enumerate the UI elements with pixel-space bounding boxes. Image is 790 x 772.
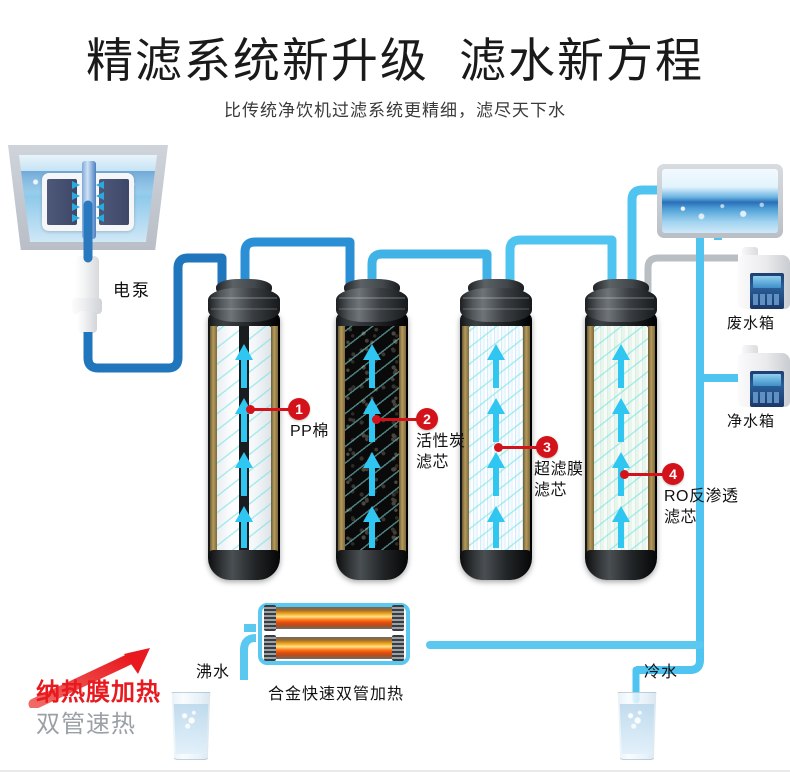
page-subtitle: 比传统净饮机过滤系统更精细，滤尽天下水 [224,101,566,120]
cartridge-4-cap [585,288,657,322]
cartridge-2-flow-arrows-icon [363,344,381,548]
filter-cartridge-1 [208,279,280,580]
filter-cartridge-4 [585,279,657,580]
pump-label: 电泵 [113,281,151,300]
callout-dot-1 [246,405,255,414]
tank-intake-filter [42,161,134,239]
callout-line-1 [250,408,290,411]
cartridge-3-cap [460,288,532,322]
callout-number-4: 4 [662,463,684,485]
promo-headline: 纳热膜加热 [36,679,161,706]
callout-number-3: 3 [536,436,558,458]
pure-water-can [738,345,790,407]
callout-line-2 [376,418,418,421]
promo-subline: 双管速热 [36,711,136,738]
cold-water-glass [616,692,658,760]
page-title: 精滤系统新升级 滤水新方程 [85,34,705,87]
callout-label-4: RO反渗透 滤芯 [664,488,739,526]
callout-line-4 [624,473,664,476]
cartridge-2-body [336,312,408,580]
heater-cap-tr [392,605,404,631]
cartridge-2-media-window [345,326,399,554]
cartridge-3-rail-left [462,326,469,554]
reservoir-water-graphic [662,169,778,233]
heater-label: 合金快速双管加热 [268,686,405,703]
cartridge-3-rail-right [523,326,530,554]
cartridge-1-media-window [217,326,271,554]
heater-cap-br [392,635,404,661]
callout-dot-2 [372,415,381,424]
cartridge-4-flow-arrows-icon [612,344,630,548]
boiling-glass-splash [178,708,200,734]
pump-collar [72,298,102,314]
rising-arrow-icon [28,648,150,708]
cartridge-1-flow-arrows-icon [235,326,253,554]
callout-line-3 [498,446,538,449]
intake-flow-arrows-icon [72,181,104,222]
cartridge-4-body [585,312,657,580]
cartridge-1-base [208,550,280,580]
callout-label-2: 活性炭 滤芯 [416,433,466,471]
cartridge-1-body [208,312,280,580]
bottom-divider [0,770,790,772]
waste-can-body [738,255,790,309]
cartridge-4-rail-left [587,326,594,554]
cartridge-1-cap [208,288,280,322]
cartridge-4-base [585,550,657,580]
heater-frame [258,603,410,665]
callout-number-2: 2 [416,408,438,430]
pure-can-label-graphic [750,371,784,407]
filter-cartridge-3 [460,279,532,580]
cartridge-2-cap [336,288,408,322]
filter-cartridge-2 [336,279,408,580]
cold-glass-splash [624,708,646,734]
cartridge-1-rail-left [210,326,217,554]
storage-reservoir [657,164,783,238]
pure-tank-label: 净水箱 [727,413,776,430]
waste-water-can [738,247,790,309]
callout-label-1: PP棉 [290,423,329,440]
callout-number-1: 1 [288,398,310,420]
dual-tube-heater [258,603,410,665]
cartridge-3-flow-arrows-icon [487,344,505,548]
heater-cap-tl [264,605,276,631]
cartridge-1-rail-right [271,326,278,554]
cartridge-3-media-window [469,326,523,554]
callout-label-3: 超滤膜 滤芯 [534,461,584,499]
boiling-water-glass [170,692,212,760]
pump-upper-housing [75,256,99,302]
electric-pump [72,256,102,334]
waste-tank-label: 废水箱 [727,315,776,332]
callout-dot-3 [494,443,503,452]
cartridge-3-base [460,550,532,580]
cartridge-2-rail-left [338,326,345,554]
cartridge-2-rail-right [399,326,406,554]
boiling-water-label: 沸水 [196,664,231,681]
callout-dot-4 [620,470,629,479]
cartridge-2-base [336,550,408,580]
heater-tube-upper [268,607,400,629]
cold-water-label: 冷水 [644,664,679,681]
pure-can-body [738,353,790,407]
heater-tube-lower [268,637,400,659]
heater-cap-bl [264,635,276,661]
cartridge-4-rail-right [648,326,655,554]
waste-can-label-graphic [750,273,784,309]
cartridge-4-media-window [594,326,648,554]
pump-lower-housing [77,311,97,333]
